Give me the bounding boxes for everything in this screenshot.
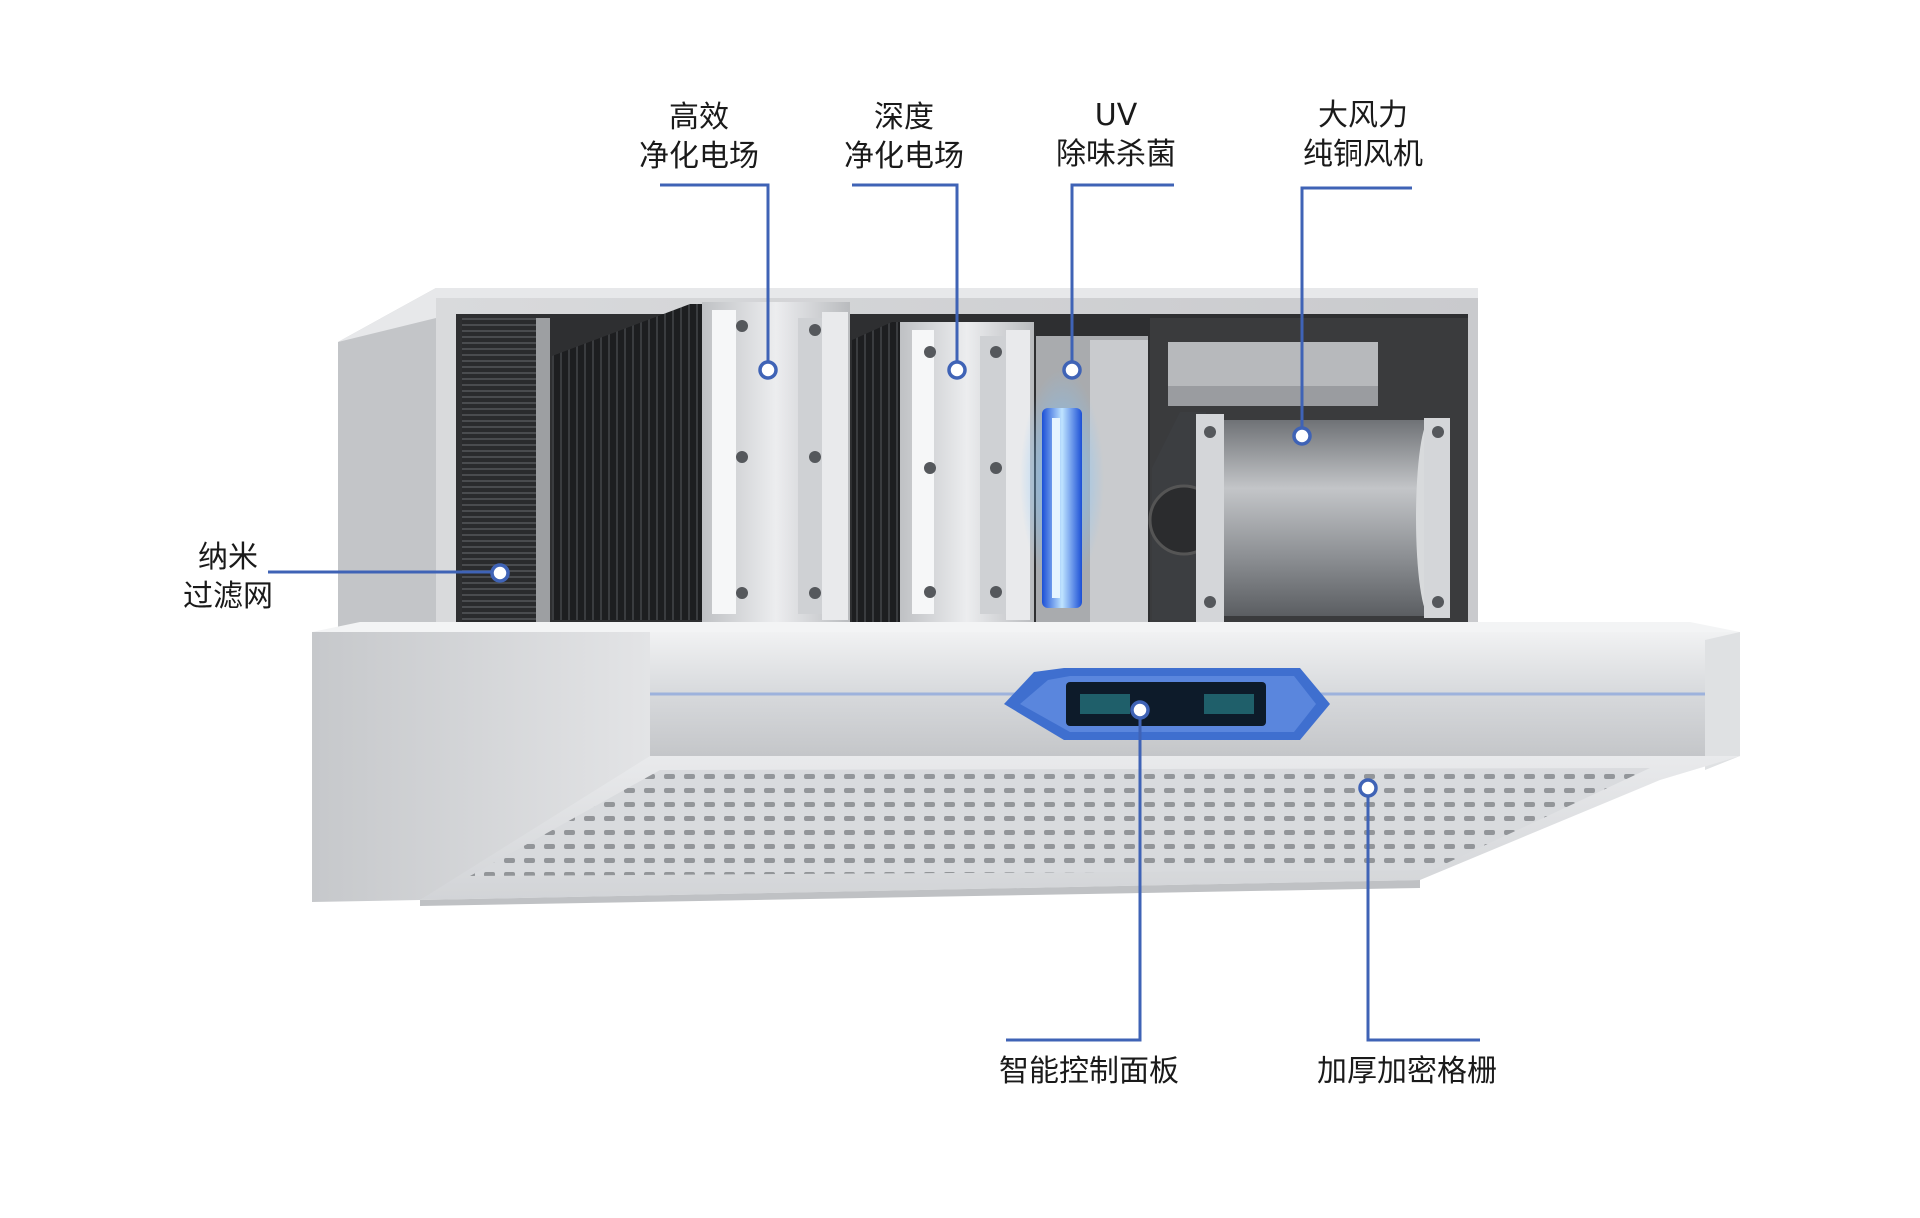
label-uv-sterilizer: UV 除味杀菌: [1046, 96, 1186, 174]
leader-uv-sterilizer: [1062, 183, 1174, 380]
label-line: UV: [1094, 98, 1138, 133]
hood-top-lip: [312, 622, 1740, 632]
label-line: 净化电场: [639, 139, 759, 174]
label-line: 深度: [874, 100, 934, 135]
label-line: 大风力: [1318, 98, 1408, 133]
label-line: 除味杀菌: [1056, 137, 1176, 172]
label-line: 智能控制面板: [999, 1054, 1179, 1089]
label-line: 纯铜风机: [1303, 137, 1423, 172]
leader-hv-electric-field: [660, 183, 778, 380]
leader-dense-grille: [1358, 778, 1480, 1042]
label-copper-fan: 大风力 纯铜风机: [1288, 96, 1438, 174]
label-line: 纳米: [198, 540, 258, 575]
label-line: 高效: [669, 100, 729, 135]
copper-fan-motor: [1208, 420, 1440, 616]
housing-side-panel: [338, 288, 436, 628]
label-deep-electric-field: 深度 净化电场: [834, 98, 974, 176]
label-line: 过滤网: [183, 579, 273, 614]
leader-nano-filter: [268, 563, 510, 583]
hood-left-side: [312, 632, 650, 902]
leader-control-panel: [1006, 700, 1150, 1042]
label-hv-electric-field: 高效 净化电场: [629, 98, 769, 176]
label-line: 净化电场: [844, 139, 964, 174]
label-line: 加厚加密格栅: [1317, 1054, 1497, 1089]
label-control-panel: 智能控制面板: [974, 1052, 1204, 1091]
leader-copper-fan: [1292, 186, 1412, 446]
control-panel-display: [1066, 682, 1266, 726]
label-dense-grille: 加厚加密格栅: [1292, 1052, 1522, 1091]
dense-grille-surface: [470, 768, 1650, 876]
leader-deep-electric-field: [852, 183, 967, 380]
label-nano-filter: 纳米 过滤网: [158, 538, 298, 616]
